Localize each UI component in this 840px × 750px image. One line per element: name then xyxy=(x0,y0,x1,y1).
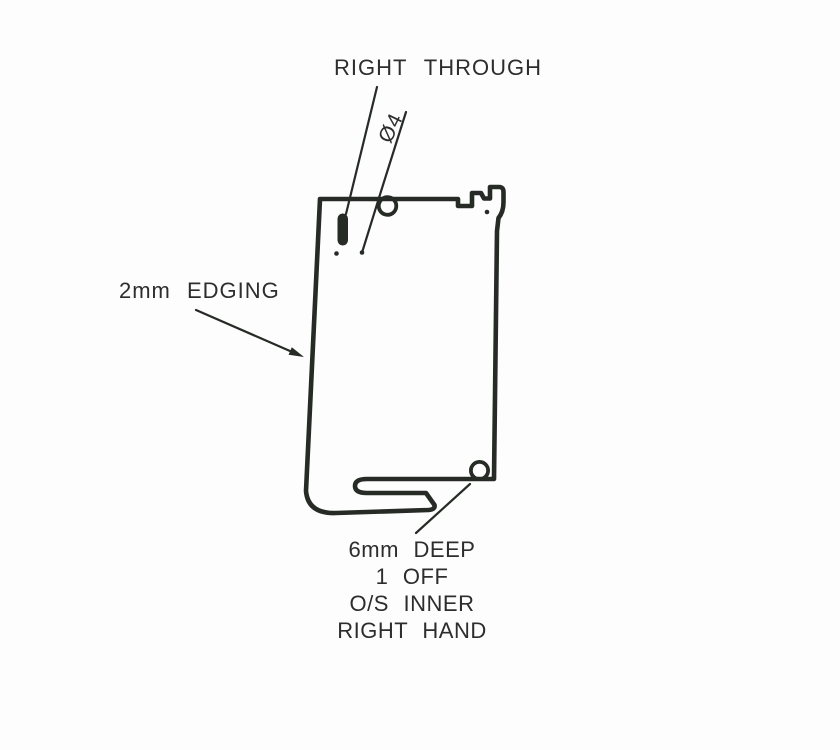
note-line: RIGHT HAND xyxy=(337,618,487,643)
center-mark-dot xyxy=(334,251,339,256)
note-line: O/S INNER xyxy=(349,591,475,616)
slot-hole xyxy=(337,213,348,246)
note-block: 6mm DEEP 1 OFF O/S INNER RIGHT HAND xyxy=(337,536,487,644)
leader-line-diameter xyxy=(361,110,408,253)
bottom-hole-circle xyxy=(468,459,490,481)
top-hole-circle xyxy=(376,195,399,217)
leader-line-edging xyxy=(194,308,300,356)
leader-line-deep xyxy=(414,482,472,535)
edging-label: 2mm EDGING xyxy=(119,278,280,303)
note-line: 1 OFF xyxy=(375,564,449,589)
center-mark-dot xyxy=(484,209,490,215)
note-line: 6mm DEEP xyxy=(348,537,476,562)
leader-line-right-through xyxy=(344,85,379,216)
arrowhead xyxy=(288,347,304,357)
right-through-label: RIGHT THROUGH xyxy=(334,55,542,80)
panel-profile-outline xyxy=(303,184,506,516)
